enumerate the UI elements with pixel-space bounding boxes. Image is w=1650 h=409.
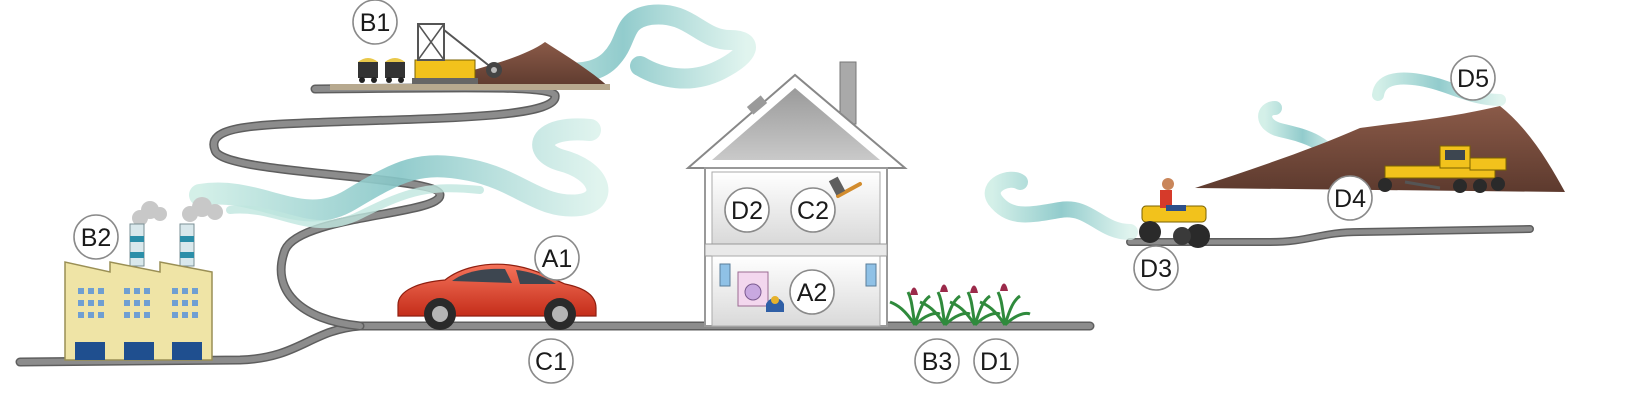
factory-windows — [78, 288, 198, 318]
label-d5-text: D5 — [1457, 65, 1489, 93]
label-a2: A2 — [789, 269, 835, 315]
label-b1-text: B1 — [360, 9, 391, 37]
label-b2-text: B2 — [81, 224, 112, 252]
plants — [889, 283, 1031, 327]
factory-doors — [75, 342, 202, 360]
label-a2-text: A2 — [797, 279, 828, 307]
road-network — [15, 83, 1534, 367]
label-d1-text: D1 — [980, 348, 1012, 376]
label-a1: A1 — [534, 235, 580, 281]
label-b3-text: B3 — [922, 348, 953, 376]
bucket-wheel-excavator — [412, 23, 502, 84]
label-c1: C1 — [528, 338, 574, 384]
smoke-puffs — [132, 197, 223, 226]
label-d4-text: D4 — [1334, 185, 1366, 213]
label-d2-text: D2 — [731, 197, 763, 225]
mining-site — [330, 23, 610, 90]
label-c1-text: C1 — [535, 348, 567, 376]
plant — [919, 284, 971, 327]
plant — [889, 287, 941, 327]
hammer — [828, 176, 862, 198]
road-grader — [1378, 145, 1507, 193]
washing-machine — [737, 271, 784, 312]
label-c2-text: C2 — [797, 197, 829, 225]
mine-ground — [330, 84, 610, 90]
atv-rider — [1139, 178, 1210, 248]
label-a1-text: A1 — [542, 245, 573, 273]
label-b2: B2 — [73, 214, 119, 260]
dirt-mound — [1195, 106, 1565, 192]
label-b1: B1 — [352, 0, 398, 45]
label-d1: D1 — [973, 338, 1019, 384]
coal-carts — [358, 58, 405, 83]
house — [685, 61, 908, 327]
label-c2: C2 — [790, 187, 836, 233]
label-d5: D5 — [1450, 55, 1496, 101]
label-d4: D4 — [1327, 175, 1373, 221]
label-d3-text: D3 — [1140, 255, 1172, 283]
plant — [979, 283, 1031, 327]
label-d2: D2 — [724, 187, 770, 233]
factory — [64, 197, 223, 361]
plant — [949, 285, 1001, 327]
label-d3: D3 — [1133, 245, 1179, 291]
label-b3: B3 — [914, 338, 960, 384]
